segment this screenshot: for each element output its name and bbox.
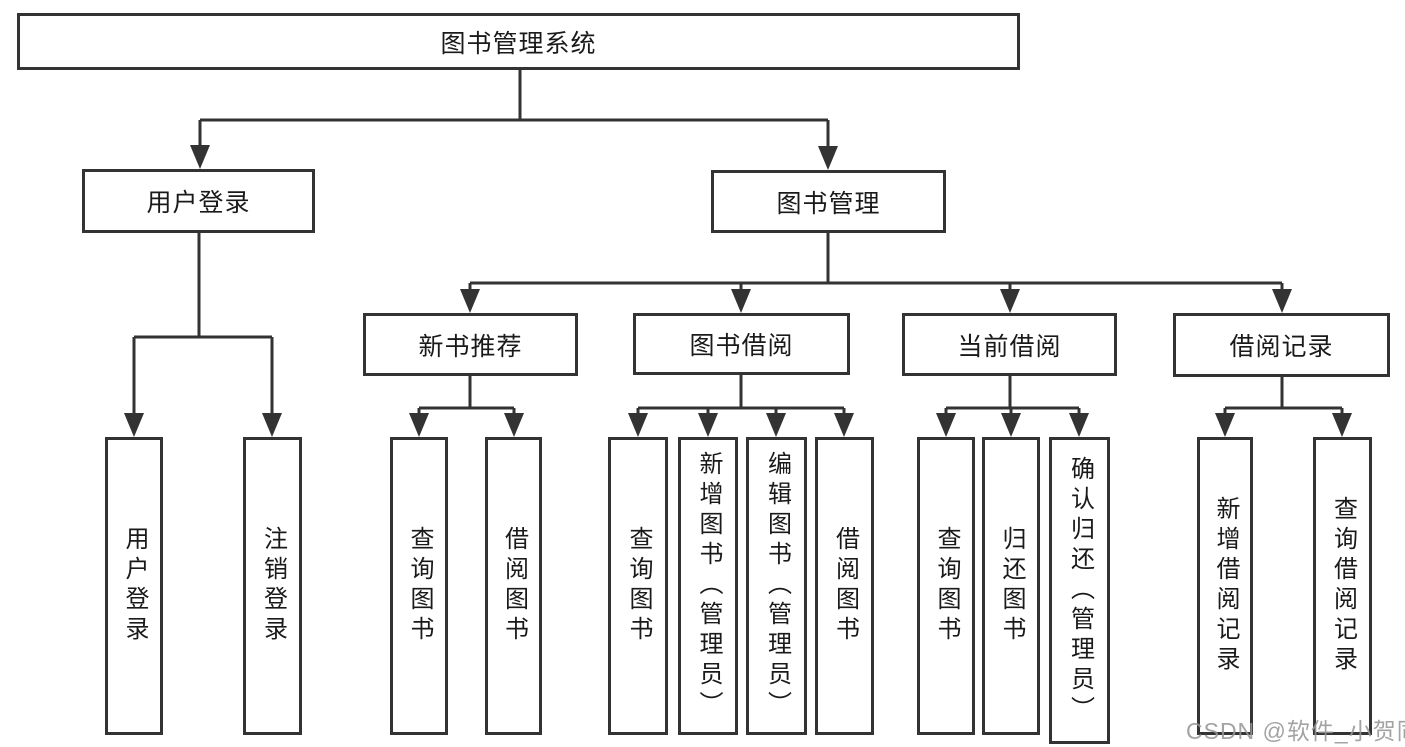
node-new-book-recommend: 新书推荐 [363,313,578,376]
leaf-bb-borrow-book: 借阅图书 [815,437,874,735]
leaf-bb-add-book: 新增图书（管理员） [678,437,738,735]
leaf-bb-edit-book: 编辑图书（管理员） [746,437,807,735]
node-root: 图书管理系统 [17,13,1020,70]
leaf-cb-confirm-return: 确认归还（管理员） [1049,437,1110,744]
leaf-cb-search-book: 查询图书 [917,437,975,735]
node-borrow-record: 借阅记录 [1173,313,1390,377]
leaf-nbr-borrow-book: 借阅图书 [485,437,542,735]
node-current-borrow: 当前借阅 [902,313,1117,376]
leaf-nbr-search-book: 查询图书 [390,437,448,735]
node-book-borrow: 图书借阅 [633,313,850,375]
leaf-br-search-record: 查询借阅记录 [1313,437,1372,735]
leaf-user-login: 用户登录 [105,437,163,735]
leaf-cb-return-book: 归还图书 [982,437,1040,735]
leaf-logout: 注销登录 [243,437,302,735]
node-user-login: 用户登录 [82,169,315,233]
leaf-bb-search-book: 查询图书 [608,437,668,735]
leaf-br-add-record: 新增借阅记录 [1197,437,1253,735]
node-book-management: 图书管理 [711,170,946,233]
